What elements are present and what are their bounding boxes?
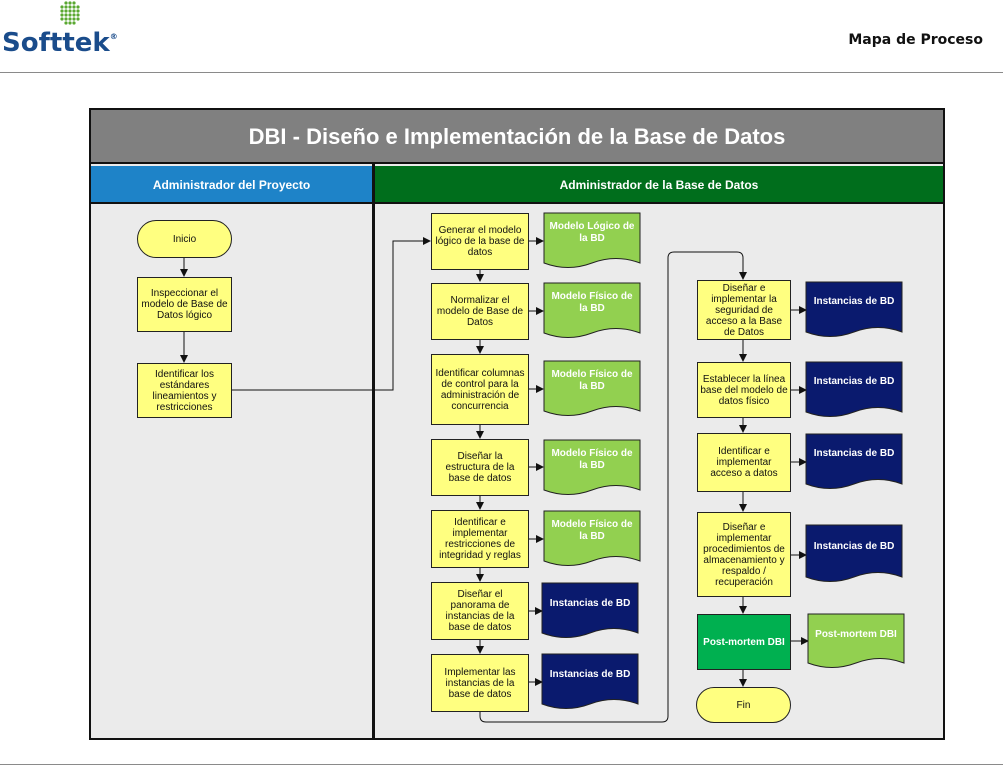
doc-label-modelo-fisico-1: Modelo Físico de la BD <box>551 291 633 314</box>
logo-text: Softtek <box>2 28 110 58</box>
doc-label-instancias-3: Instancias de BD <box>813 296 895 307</box>
node-disenar-seguridad: Diseñar e implementar la seguridad de ac… <box>697 280 791 340</box>
node-inicio: Inicio <box>137 220 232 258</box>
node-inspeccionar-modelo: Inspeccionar el modelo de Base de Datos … <box>137 277 232 332</box>
lane-header-project-admin: Administrador del Proyecto <box>91 166 372 204</box>
logo-registered-mark: ® <box>109 32 118 41</box>
node-identificar-restricciones: Identificar e implementar restricciones … <box>431 510 529 568</box>
node-disenar-estructura: Diseñar la estructura de la base de dato… <box>431 439 529 496</box>
doc-label-modelo-logico: Modelo Lógico de la BD <box>549 221 635 244</box>
logo-dots-icon <box>60 1 80 25</box>
lane-divider <box>372 164 375 740</box>
doc-label-instancias-4: Instancias de BD <box>813 376 895 387</box>
lane-header-db-admin: Administrador de la Base de Datos <box>375 166 943 204</box>
node-identificar-acceso: Identificar e implementar acceso a datos <box>697 433 791 492</box>
doc-label-instancias-1: Instancias de BD <box>549 598 631 609</box>
doc-label-modelo-fisico-3: Modelo Físico de la BD <box>551 448 633 471</box>
doc-label-instancias-5: Instancias de BD <box>813 448 895 459</box>
node-generar-modelo: Generar el modelo lógico de la base de d… <box>431 213 529 270</box>
page-title: Mapa de Proceso <box>848 32 983 48</box>
softtek-logo: Softtek® <box>0 0 130 64</box>
node-identificar-columnas: Identificar columnas de control para la … <box>431 354 529 425</box>
node-fin: Fin <box>696 687 791 723</box>
node-establecer-linea-base: Establecer la línea base del modelo de d… <box>697 362 791 418</box>
footer-divider <box>0 764 1003 765</box>
doc-label-instancias-2: Instancias de BD <box>549 669 631 680</box>
node-disenar-procedimientos: Diseñar e implementar procedimientos de … <box>697 512 791 597</box>
header-divider <box>0 72 1003 73</box>
node-disenar-panorama: Diseñar el panorama de instancias de la … <box>431 582 529 640</box>
node-normalizar-modelo: Normalizar el modelo de Base de Datos <box>431 283 529 340</box>
doc-label-modelo-fisico-4: Modelo Físico de la BD <box>551 519 633 542</box>
node-identificar-estandares: Identificar los estándares lineamientos … <box>137 363 232 418</box>
doc-label-instancias-6: Instancias de BD <box>813 541 895 552</box>
node-implementar-instancias: Implementar las instancias de la base de… <box>431 654 529 712</box>
diagram-title: DBI - Diseño e Implementación de la Base… <box>91 110 943 164</box>
node-postmortem-dbi: Post-mortem DBI <box>697 614 791 670</box>
doc-label-postmortem: Post-mortem DBI <box>815 629 897 640</box>
doc-label-modelo-fisico-2: Modelo Físico de la BD <box>551 369 633 392</box>
